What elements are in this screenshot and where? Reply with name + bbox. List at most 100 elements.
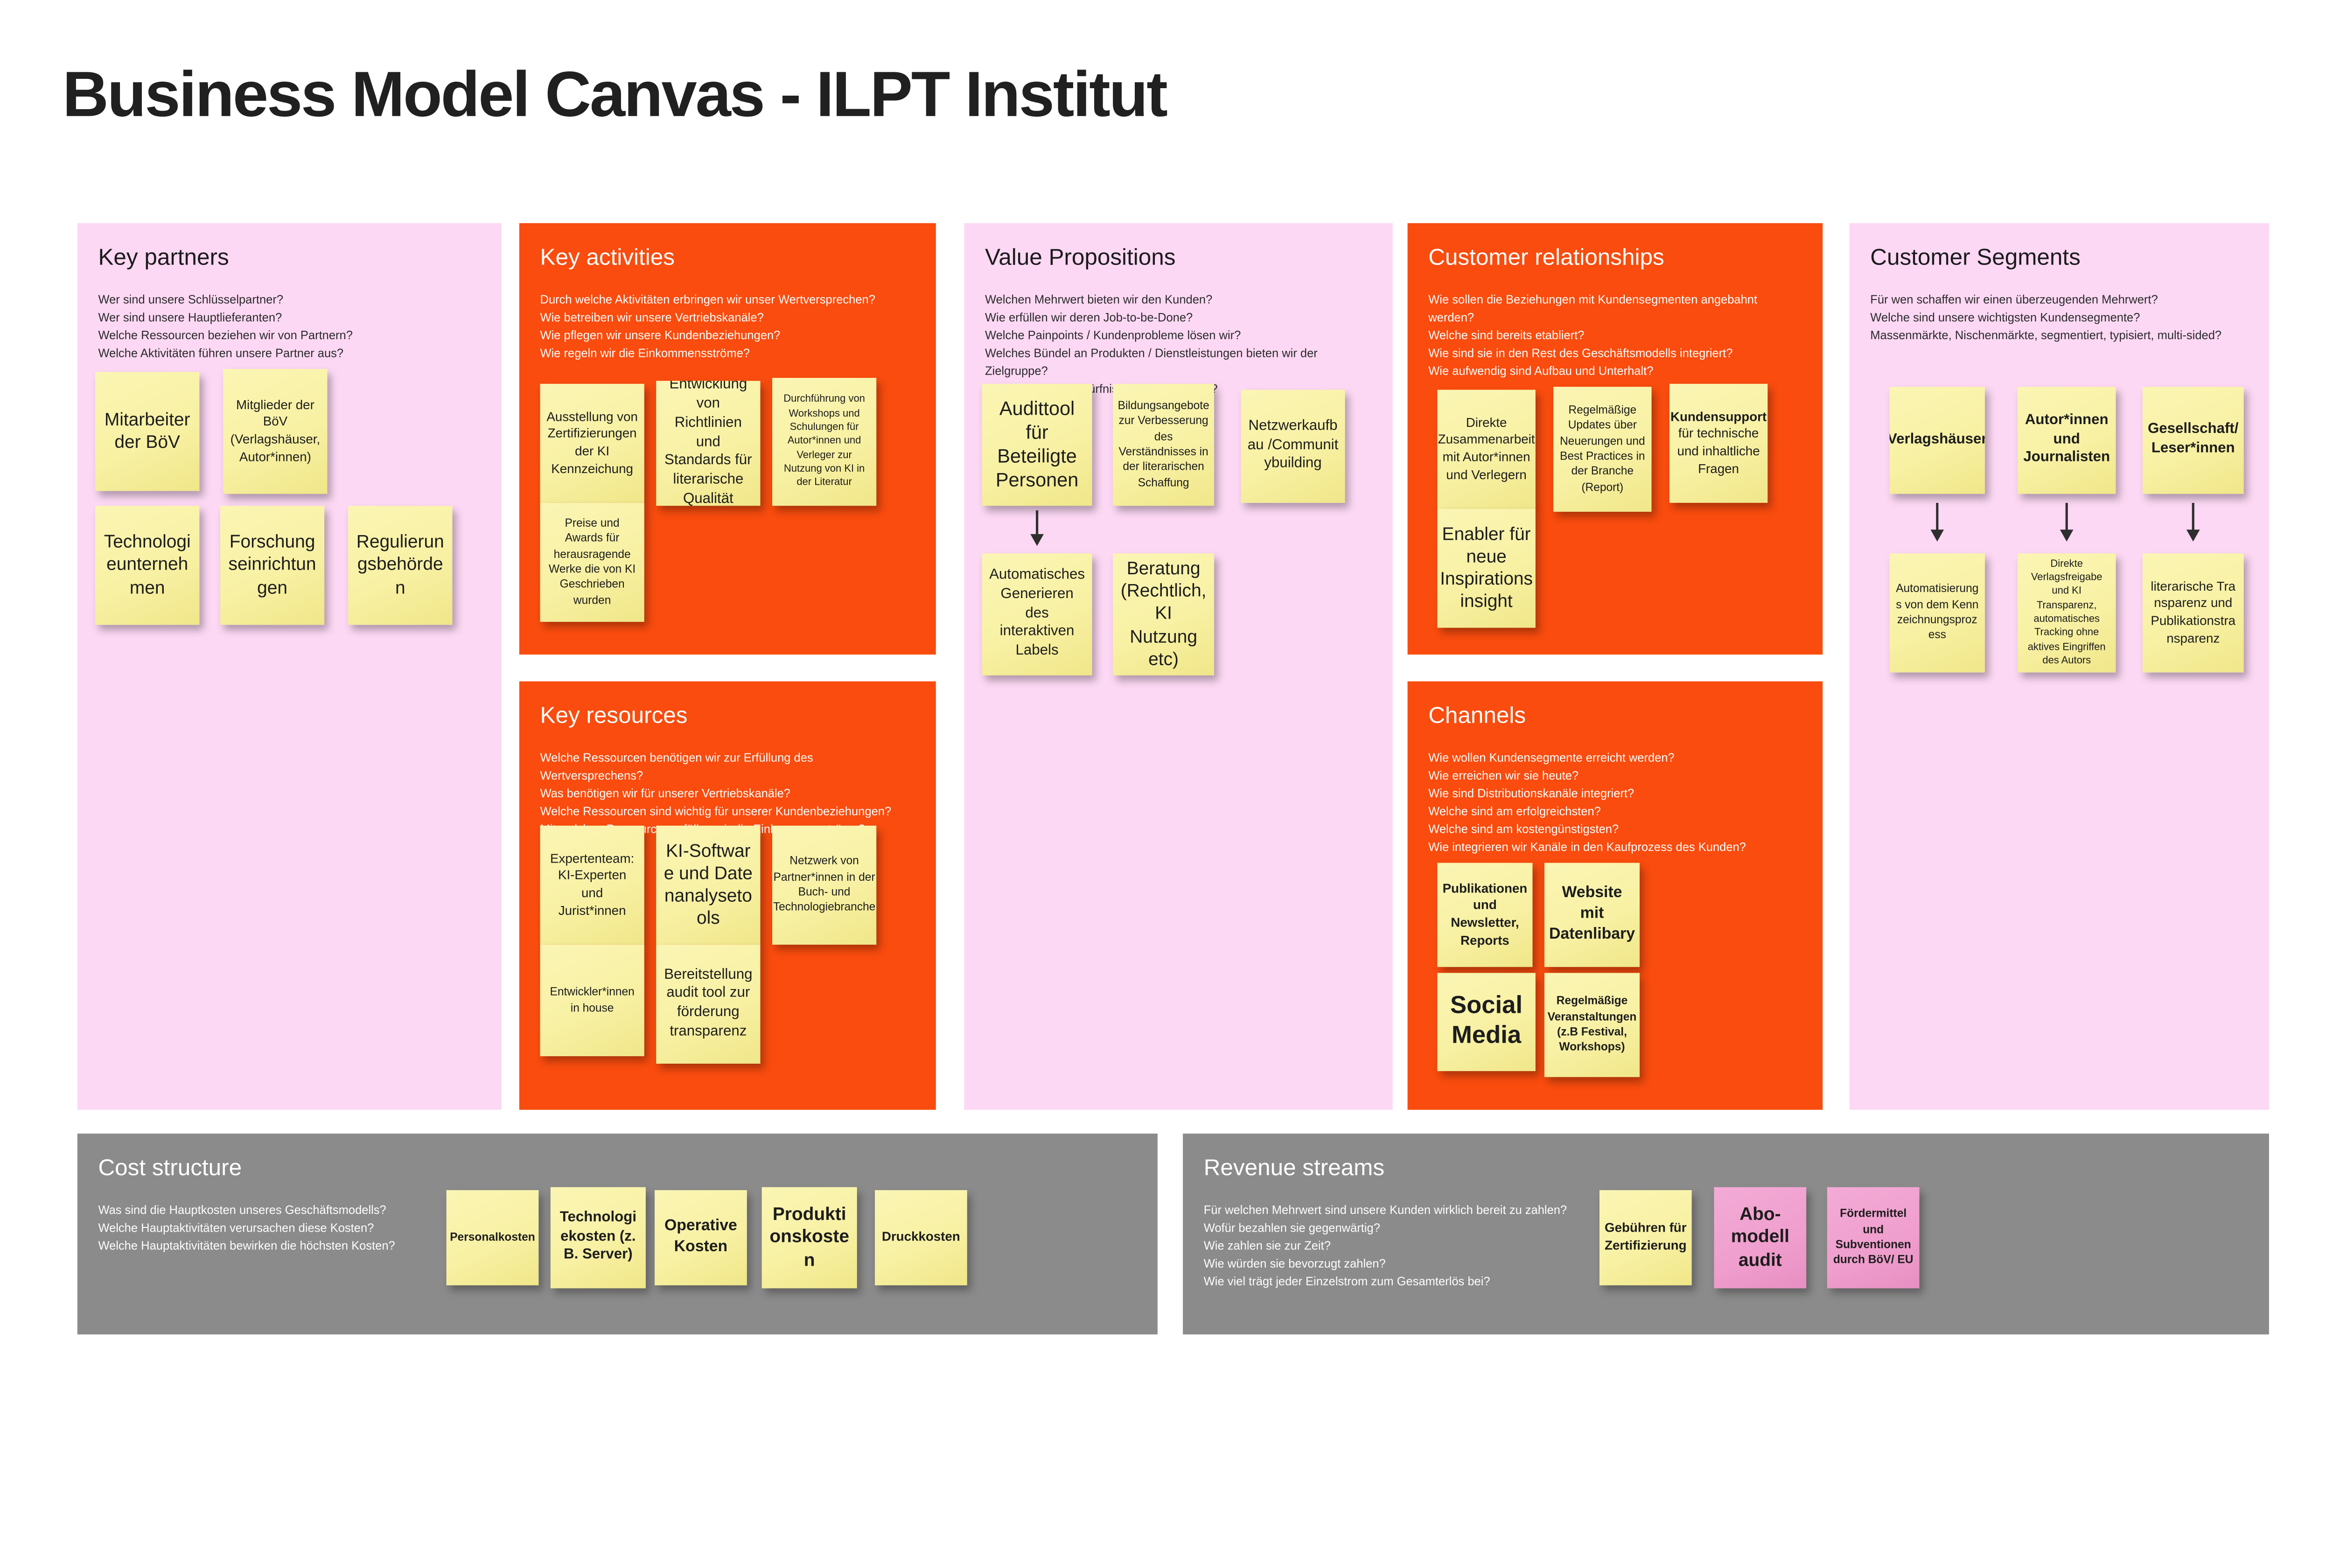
question-line: Wie sollen die Beziehungen mit Kundenseg…	[1428, 293, 1758, 325]
sticky-note-foerdermittel[interactable]: Fördermittel und Subventionen durch BöV/…	[1827, 1187, 1920, 1289]
question-line: Wie sind Distributionskanäle integriert?	[1428, 787, 1634, 801]
sticky-note-publikationen-newsletter[interactable]: Publikationen und Newsletter, Reports	[1437, 863, 1533, 967]
sticky-note-verlagshaeuser[interactable]: Verlagshäuser	[1889, 387, 1985, 494]
sticky-note-technologiekosten[interactable]: Technologiekosten (z.B. Server)	[550, 1187, 646, 1289]
question-list: Durch welche Aktivitäten erbringen wir u…	[519, 272, 936, 363]
sticky-note-abo-modell-audit[interactable]: Abo-modell audit	[1714, 1187, 1807, 1289]
question-line: Welche Ressourcen sind wichtig für unser…	[540, 805, 892, 818]
section-title: Revenue streams	[1203, 1156, 1385, 1181]
question-line: Welches Bündel an Produkten / Dienstleis…	[985, 346, 1318, 378]
question-line: Wie erfüllen wir deren Job-to-be-Done?	[985, 311, 1193, 325]
section-title: Customer Segments	[1870, 245, 2081, 271]
sticky-note-produktionskosten[interactable]: Produktionskosten	[761, 1187, 857, 1289]
section-key-activities: Key activities Durch welche Aktivitäten …	[519, 223, 936, 655]
sticky-note-druckkosten[interactable]: Druckkosten	[875, 1190, 967, 1286]
sticky-note-ki-software[interactable]: KI-Software und Datenanalysetools	[656, 825, 761, 945]
arrow-down-icon	[2186, 502, 2200, 542]
question-line: Wie sind sie in den Rest des Geschäftsmo…	[1428, 346, 1733, 360]
section-title: Key activities	[540, 245, 675, 271]
section-title: Value Propositions	[985, 245, 1176, 271]
section-value-propositions: Value Propositions Welchen Mehrwert biet…	[964, 223, 1393, 1110]
question-line: Welche sind bereits etabliert?	[1428, 328, 1585, 342]
question-line: Wie zahlen sie zur Zeit?	[1203, 1239, 1331, 1253]
question-list: Für welchen Mehrwert sind unsere Kunden …	[1183, 1183, 1629, 1291]
question-line: Wer sind unsere Hauptlieferanten?	[98, 311, 282, 325]
sticky-note-veranstaltungen[interactable]: Regelmäßige Veranstaltungen (z.B Festiva…	[1544, 973, 1640, 1077]
sticky-note-gesellschaft-leserinnen[interactable]: Gesellschaft/ Leser*innen	[2142, 387, 2244, 494]
sticky-note-netzwerk-partner[interactable]: Netzwerk von Partner*innen in der Buch- …	[772, 825, 877, 945]
sticky-note-workshops[interactable]: Durchführung von Workshops und Schulunge…	[772, 377, 877, 506]
sticky-note-zertifizierungen[interactable]: Ausstellung von Zertifizierungen der KI …	[540, 383, 644, 503]
sticky-note-forschungseinrichtungen[interactable]: Forschungseinrichtungen	[220, 506, 325, 625]
question-line: Wie betreiben wir unsere Vertriebskanäle…	[540, 311, 764, 325]
sticky-note-regulierungsbehoerden[interactable]: Regulierungsbehörden	[348, 506, 453, 625]
sticky-note-preise-awards[interactable]: Preise und Awards für herausragende Werk…	[540, 502, 644, 622]
question-list: Welche Ressourcen benötigen wir zur Erfü…	[519, 731, 936, 839]
question-list: Was sind die Hauptkosten unseres Geschäf…	[77, 1183, 494, 1255]
arrow-down-icon	[1030, 510, 1044, 546]
sticky-note-kundensupport[interactable]: Kundensupport für technische und inhaltl…	[1669, 383, 1768, 503]
sticky-note-audit-tool-bereitstellung[interactable]: Bereitstellung audit tool zur förderung …	[656, 944, 761, 1064]
section-channels: Channels Wie wollen Kundensegmente errei…	[1407, 681, 1823, 1110]
sticky-note-direkte-verlagsfreigabe[interactable]: Direkte Verlagsfreigabe und KI Transpare…	[2017, 553, 2116, 673]
sticky-note-gebuehren-zertifizierung[interactable]: Gebühren für Zertifizierung	[1599, 1190, 1692, 1286]
question-list: Wie wollen Kundensegmente erreicht werde…	[1408, 731, 1823, 857]
sticky-note-automatisches-generieren[interactable]: Automatisches Generieren des interaktive…	[982, 553, 1092, 676]
section-title: Key partners	[98, 245, 229, 271]
question-line: Welche Hauptaktivitäten bewirken die höc…	[98, 1239, 395, 1253]
section-revenue-streams: Revenue streams Für welchen Mehrwert sin…	[1183, 1133, 2269, 1335]
question-line: Welchen Mehrwert bieten wir den Kunden?	[985, 293, 1213, 307]
question-line: Welche sind unsere wichtigsten Kundenseg…	[1870, 311, 2140, 325]
sticky-note-audittool[interactable]: Audittool für Beteiligte Personen	[982, 383, 1092, 506]
question-line: Wie würden sie bevorzugt zahlen?	[1203, 1257, 1386, 1271]
question-line: Massenmärkte, Nischenmärkte, segmentiert…	[1870, 328, 2222, 342]
question-line: Welche Aktivitäten führen unsere Partner…	[98, 346, 344, 360]
section-cost-structure: Cost structure Was sind die Hauptkosten …	[77, 1133, 1158, 1335]
question-line: Welche sind am erfolgreichsten?	[1428, 805, 1601, 818]
section-title: Channels	[1428, 704, 1526, 729]
question-line: Welche Painpoints / Kundenprobleme lösen…	[985, 328, 1241, 342]
question-line: Was sind die Hauptkosten unseres Geschäf…	[98, 1203, 386, 1217]
question-line: Welche sind am kostengünstigsten?	[1428, 822, 1619, 836]
sticky-note-expertenteam[interactable]: Expertenteam: KI-Experten und Jurist*inn…	[540, 825, 644, 945]
question-line: Wofür bezahlen sie gegenwärtig?	[1203, 1221, 1380, 1235]
arrow-down-icon	[1930, 502, 1944, 542]
section-key-resources: Key resources Welche Ressourcen benötige…	[519, 681, 936, 1110]
sticky-note-social-media[interactable]: Social Media	[1437, 973, 1536, 1071]
sticky-note-mitglieder-boev[interactable]: Mitglieder der BöV (Verlagshäuser, Autor…	[223, 369, 328, 494]
question-list: Für wen schaffen wir einen überzeugenden…	[1850, 272, 2269, 345]
sticky-note-personalkosten[interactable]: Personalkosten	[446, 1190, 539, 1286]
question-list: Wer sind unsere Schlüsselpartner? Wer si…	[77, 272, 502, 363]
sticky-note-literarische-transparenz[interactable]: literarische Transparenz und Publikation…	[2142, 553, 2244, 673]
question-line: Wer sind unsere Schlüsselpartner?	[98, 293, 284, 307]
question-line: Durch welche Aktivitäten erbringen wir u…	[540, 293, 875, 307]
sticky-note-beratung[interactable]: Beratung (Rechtlich, KI Nutzung etc)	[1113, 553, 1215, 676]
question-line: Welche Hauptaktivitäten verursachen dies…	[98, 1221, 374, 1235]
section-title: Cost structure	[98, 1156, 242, 1181]
question-line: Wie regeln wir die Einkommensströme?	[540, 346, 750, 360]
sticky-note-autorinnen-journalisten[interactable]: Autor*innen und Journalisten	[2017, 387, 2116, 494]
sticky-note-operative-kosten[interactable]: Operative Kosten	[655, 1190, 747, 1286]
question-line: Wie aufwendig sind Aufbau und Unterhalt?	[1428, 364, 1654, 378]
sticky-note-enabler-inspirations[interactable]: Enabler für neue Inspirations insight	[1437, 509, 1536, 628]
sticky-note-richtlinien[interactable]: Entwicklung von Richtlinien und Standard…	[656, 381, 761, 506]
sticky-note-automatisierung-kennzeichnung[interactable]: Automatisierungs von dem Kennzeichnungsp…	[1889, 553, 1985, 673]
sticky-note-entwickler-in-house[interactable]: Entwickler*innen in house	[540, 944, 644, 1057]
question-line: Wie integrieren wir Kanäle in den Kaufpr…	[1428, 840, 1746, 854]
page-title: Business Model Canvas - ILPT Institut	[62, 59, 1168, 131]
sticky-note-website-datenlibary[interactable]: Website mit Datenlibary	[1544, 863, 1640, 967]
section-customer-segments: Customer Segments Für wen schaffen wir e…	[1849, 223, 2269, 1110]
sticky-note-regelmaessige-updates[interactable]: Regelmäßige Updates über Neuerungen und …	[1553, 387, 1652, 512]
question-line: Wie wollen Kundensegmente erreicht werde…	[1428, 751, 1675, 765]
business-model-canvas: Business Model Canvas - ILPT Institut Ke…	[62, 59, 2269, 1335]
section-customer-relationships: Customer relationships Wie sollen die Be…	[1407, 223, 1823, 655]
sticky-note-netzwerkaufbau[interactable]: Netzwerkaufbau /Communitybuilding	[1241, 390, 1345, 503]
sticky-note-mitarbeiter-boev[interactable]: Mitarbeiter der BöV	[95, 372, 200, 491]
question-list: Welchen Mehrwert bieten wir den Kunden? …	[964, 272, 1392, 399]
sticky-note-technologieunternehmen[interactable]: Technologieunternehmen	[95, 506, 200, 625]
question-line: Für welchen Mehrwert sind unsere Kunden …	[1203, 1203, 1567, 1217]
section-key-partners: Key partners Wer sind unsere Schlüsselpa…	[77, 223, 502, 1110]
sticky-note-bildungsangebote[interactable]: Bildungsangebote zur Verbesserung des Ve…	[1113, 383, 1215, 506]
question-line: Wie viel trägt jeder Einzelstrom zum Ges…	[1203, 1275, 1490, 1289]
sticky-note-direkte-zusammenarbeit[interactable]: Direkte Zusammenarbeit mit Autor*innen u…	[1437, 390, 1536, 509]
